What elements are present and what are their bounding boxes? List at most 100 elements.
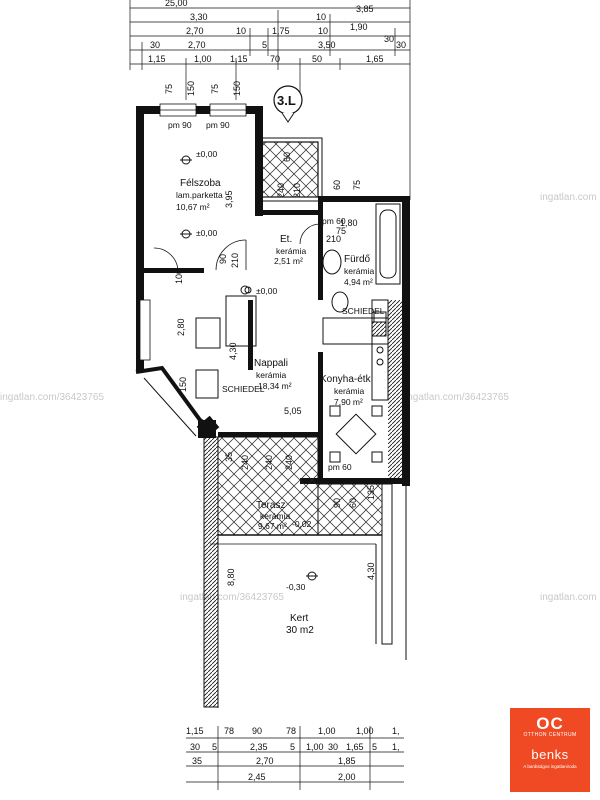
room-name: Et. bbox=[280, 234, 292, 245]
dim-label: 4,30 bbox=[228, 342, 238, 360]
level-markers bbox=[180, 155, 318, 581]
room-name: Nappali bbox=[254, 358, 288, 369]
dim-label: 78 bbox=[224, 726, 234, 736]
dim-label: 210 bbox=[292, 183, 302, 198]
dim-label: 150 bbox=[178, 377, 188, 392]
dim-label: 60 bbox=[282, 152, 292, 162]
dim-label: 1,80 bbox=[340, 218, 358, 228]
dim-label: 30 bbox=[150, 40, 160, 50]
dim-label: 30 bbox=[384, 34, 394, 44]
dim-label: 3,30 bbox=[190, 12, 208, 22]
dim-label: 35 bbox=[192, 756, 202, 766]
watermark: ingatlan.com/36423765 bbox=[0, 392, 104, 403]
dim-label: 90 bbox=[332, 498, 342, 508]
dim-label: 2,70 bbox=[188, 40, 206, 50]
living-furniture bbox=[195, 286, 257, 399]
top-dimension-labels: 25,00 3,85 3,30 10 1,90 2,70 10 1,75 10 … bbox=[148, 0, 406, 96]
bottom-dimension-labels: 1,15 78 90 78 1,00 1,00 1, 30 5 2,35 5 1… bbox=[186, 726, 400, 782]
level-labels: ±0,00 ±0,00 ±0,00 -0,02 -0,30 bbox=[196, 149, 312, 592]
dim-label: 1,90 bbox=[350, 22, 368, 32]
pm-label: pm 60 bbox=[328, 462, 352, 472]
dim-label: 5 bbox=[290, 742, 295, 752]
dim-label: 60 bbox=[348, 498, 358, 508]
dim-label: 150 bbox=[232, 81, 242, 96]
agency-badge: OC OTTHON CENTRUM benks A barátságos ing… bbox=[510, 708, 590, 792]
shaft-dims: 60 210 240 60 75 bbox=[276, 152, 362, 198]
dim-label: 135 bbox=[366, 485, 376, 500]
dim-label: 210 bbox=[230, 253, 240, 268]
watermark: ingatlan.com bbox=[540, 192, 597, 203]
dim-label: 150 bbox=[186, 81, 196, 96]
dining-set bbox=[329, 405, 383, 463]
dim-label: 35 bbox=[224, 452, 234, 462]
room-floor: kerámia bbox=[260, 511, 291, 521]
dim-label: 10 bbox=[316, 12, 326, 22]
dim-label: 25,00 bbox=[165, 0, 188, 8]
dim-label: 4,30 bbox=[366, 562, 376, 580]
room-area: 4,94 m² bbox=[344, 277, 373, 287]
dim-label: 30 bbox=[190, 742, 200, 752]
dim-label: 210 bbox=[326, 234, 341, 244]
pm-label: pm 90 bbox=[168, 120, 192, 130]
dim-label: 1,00 bbox=[306, 742, 324, 752]
agency-tagline: A barátságos ingatlaniroda bbox=[523, 764, 577, 769]
bath-dims: 1,80 210 75 bbox=[326, 218, 358, 244]
watermarks: ingatlan.com ingatlan.com/36423765 ingat… bbox=[0, 192, 597, 603]
pm-label: pm 60 bbox=[322, 216, 346, 226]
windows bbox=[139, 103, 247, 361]
dim-label: 240 bbox=[240, 455, 250, 470]
room-area: 9,67 m² bbox=[258, 521, 287, 531]
pm-labels: pm 90 pm 90 pm 60 pm 60 bbox=[168, 120, 352, 472]
room-area: 18,34 m² bbox=[258, 381, 292, 391]
dim-label: 2,45 bbox=[248, 772, 266, 782]
room-floor: kerámia bbox=[334, 386, 365, 396]
walls bbox=[136, 106, 410, 486]
room-name: Kert bbox=[290, 613, 309, 624]
room-name: Konyha-étk. bbox=[320, 374, 373, 385]
watermark: ingatlan.com bbox=[540, 592, 597, 603]
dim-label: 10 bbox=[236, 26, 246, 36]
schiedel-label: SCHIEDEL bbox=[342, 306, 385, 316]
dim-label: 10 bbox=[318, 26, 328, 36]
schiedel-label: SCHIEDEL bbox=[222, 384, 265, 394]
dim-label: 1,00 bbox=[318, 726, 336, 736]
bottom-dimension-lines bbox=[186, 726, 404, 790]
dim-label: 70 bbox=[270, 54, 280, 64]
dim-label: 1,00 bbox=[356, 726, 374, 736]
dim-label: 240 bbox=[264, 455, 274, 470]
dim-label: 240 bbox=[284, 455, 294, 470]
dim-label: 5 bbox=[372, 742, 377, 752]
dim-label: 1,65 bbox=[346, 742, 364, 752]
logo-caption: OTTHON CENTRUM bbox=[523, 732, 577, 738]
dim-label: 1, bbox=[392, 742, 400, 752]
dim-label: 5 bbox=[212, 742, 217, 752]
pm-label: pm 90 bbox=[206, 120, 230, 130]
level-label: ±0,00 bbox=[196, 149, 217, 159]
dim-label: 3,95 bbox=[224, 190, 234, 208]
room-area: 2,51 m² bbox=[274, 256, 303, 266]
dim-label: 2,70 bbox=[256, 756, 274, 766]
dim-label: 1,00 bbox=[194, 54, 212, 64]
room-name: Fürdő bbox=[344, 254, 371, 265]
dim-label: 100 bbox=[174, 269, 184, 284]
kitchen-counter bbox=[371, 299, 389, 401]
dim-label: 2,35 bbox=[250, 742, 268, 752]
otthon-centrum-logo: OC bbox=[536, 714, 564, 733]
dim-label: 1,15 bbox=[148, 54, 166, 64]
dim-label: 2,80 bbox=[176, 318, 186, 336]
dim-label: 1,15 bbox=[230, 54, 248, 64]
dim-label: 1,65 bbox=[366, 54, 384, 64]
room-area: 10,67 m² bbox=[176, 202, 210, 212]
dim-label: 90 bbox=[218, 254, 228, 264]
dim-label: 5,05 bbox=[284, 406, 302, 416]
agency-name: benks bbox=[531, 747, 569, 762]
dim-label: 1, bbox=[392, 726, 400, 736]
level-label: ±0,00 bbox=[256, 286, 277, 296]
room-area: 7,90 m² bbox=[334, 397, 363, 407]
dim-label: 8,80 bbox=[226, 568, 236, 586]
dim-label: 1,85 bbox=[338, 756, 356, 766]
watermark: ingatlan.com/36423765 bbox=[405, 392, 509, 403]
dim-label: 75 bbox=[210, 84, 220, 94]
doors bbox=[153, 223, 321, 273]
